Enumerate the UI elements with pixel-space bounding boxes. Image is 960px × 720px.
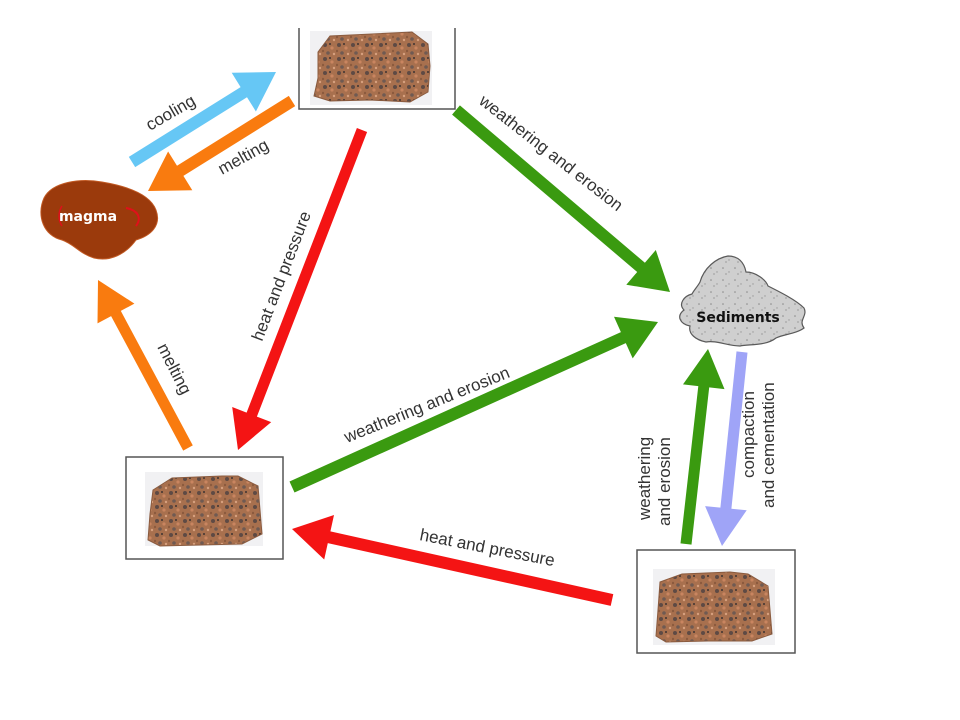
arrow-weathering-left — [289, 316, 658, 493]
edge-label-compaction-line2: and cementation — [759, 382, 778, 508]
magma-label: magma — [59, 209, 117, 225]
edge-label-weathering-br-line2: and erosion — [655, 437, 674, 526]
edge-label-compaction-line1: compaction — [739, 391, 758, 478]
sediments-blob — [679, 255, 806, 347]
rock-node-left — [125, 456, 284, 560]
arrow-heat-bottom — [292, 515, 614, 606]
rock-image-icon — [313, 31, 431, 103]
arrow-melting-top — [148, 95, 296, 191]
arrow-cooling — [128, 72, 276, 168]
rock-node-bottom-right — [636, 549, 796, 654]
edge-label-weathering-br-line1: weathering — [635, 437, 654, 521]
magma-accent-swoosh — [58, 205, 63, 227]
rock-image-icon — [655, 571, 773, 643]
magma-blob — [40, 180, 158, 260]
arrow-weathering-br — [680, 349, 725, 545]
magma-accent-swoosh — [125, 207, 140, 227]
arrow-compaction — [705, 351, 748, 546]
arrow-weathering-top — [452, 105, 670, 293]
magma-node: magma — [40, 180, 158, 260]
sediments-label: Sediments — [696, 310, 779, 326]
arrow-heat-top — [232, 128, 368, 450]
rock-frame-top — [298, 28, 456, 110]
rock-node-top — [298, 28, 456, 110]
rock-image-icon — [147, 475, 263, 547]
arrow-melting-left — [97, 280, 193, 451]
sediments-node: Sediments — [679, 255, 806, 347]
